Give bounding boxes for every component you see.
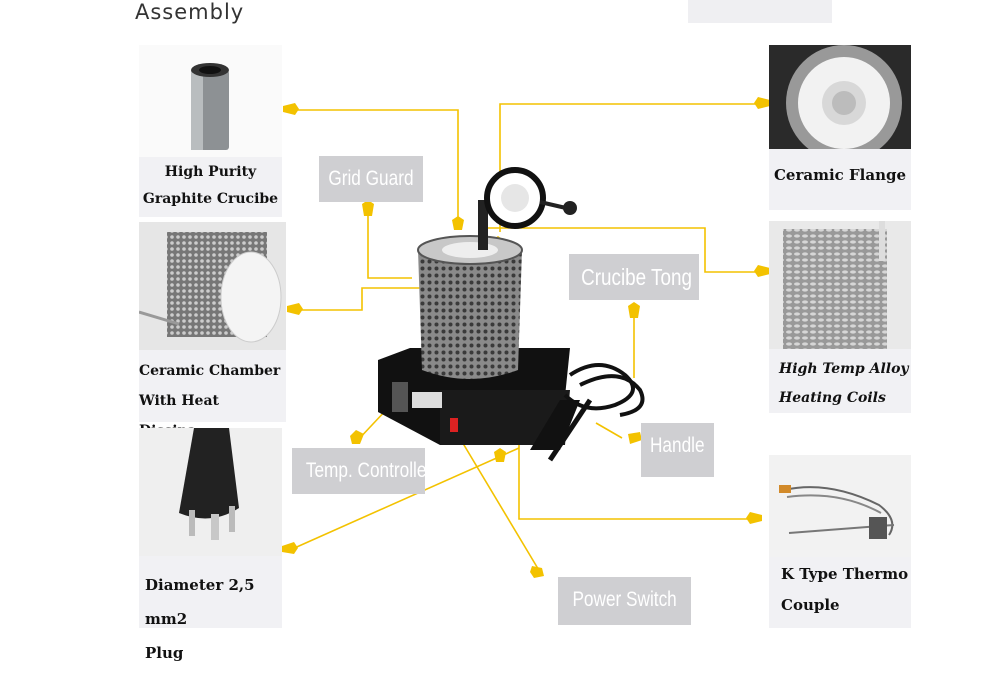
label-grid-guard: Grid Guard	[319, 156, 423, 202]
thermocouple-image	[779, 485, 895, 539]
pointer-hand-icon	[282, 542, 298, 554]
pointer-hand-icon	[754, 265, 770, 277]
coils-caption-line1: High Temp Alloy	[779, 361, 909, 377]
pointer-hand-icon	[530, 566, 544, 578]
chamber-image	[139, 232, 282, 343]
thermocouple-photo	[769, 455, 911, 557]
thermocouple-caption-line2: Couple	[781, 596, 840, 614]
plug-caption-line1: Diameter 2,5 mm2	[145, 576, 255, 628]
card-heating-coils: High Temp Alloy Heating Coils	[769, 221, 911, 413]
label-crucibe-tong: Crucibe Tong	[569, 254, 699, 300]
pointer-hand-icon	[350, 430, 364, 444]
label-power-switch: Power Switch	[558, 577, 691, 625]
chamber-photo	[139, 222, 286, 350]
pointer-hand-icon	[746, 512, 762, 524]
card-plug: Diameter 2,5 mm2 Plug	[139, 428, 282, 662]
plug-image	[179, 428, 239, 540]
coils-image	[783, 221, 887, 349]
pointer-hand-icon	[628, 432, 642, 444]
pointer-hand-icon	[754, 97, 770, 109]
crucible-image	[191, 63, 229, 150]
pointer-hand-icon	[628, 302, 640, 318]
page-title: Assembly	[135, 0, 245, 24]
crucible-caption-line1: High Purity	[164, 164, 257, 180]
flange-image	[786, 45, 902, 149]
pointer-hand-icon	[494, 448, 506, 462]
coils-caption-line2: Heating Coils	[779, 390, 886, 406]
top-bar	[688, 0, 832, 23]
card-graphite-crucible: High Purity Graphite Crucibe	[139, 45, 282, 217]
card-ceramic-flange: Ceramic Flange	[769, 45, 911, 210]
label-temp-controller: Temp. Controller	[292, 448, 432, 494]
pointer-hand-icon	[287, 303, 303, 315]
crucible-photo	[139, 45, 282, 157]
label-handle: Handle	[641, 423, 714, 477]
pointer-hand-icon	[362, 200, 374, 216]
chamber-caption-line1: Ceramic Chamber	[139, 363, 281, 379]
flange-caption: Ceramic Flange	[773, 166, 907, 184]
thermocouple-caption-line1: K Type Thermo	[781, 565, 909, 583]
pointer-hand-icon	[283, 103, 299, 115]
plug-caption-line2: Plug	[145, 644, 184, 662]
crucible-caption-line2: Graphite Crucibe	[142, 191, 279, 207]
pointer-hand-icon	[452, 216, 464, 230]
furnace-illustration	[378, 167, 645, 462]
flange-photo	[769, 45, 911, 149]
card-ceramic-chamber: Ceramic Chamber With Heat Dissipa-	[139, 222, 286, 439]
coils-photo	[769, 221, 911, 349]
plug-photo	[139, 428, 282, 556]
card-thermocouple: K Type Thermo Couple	[769, 455, 911, 628]
